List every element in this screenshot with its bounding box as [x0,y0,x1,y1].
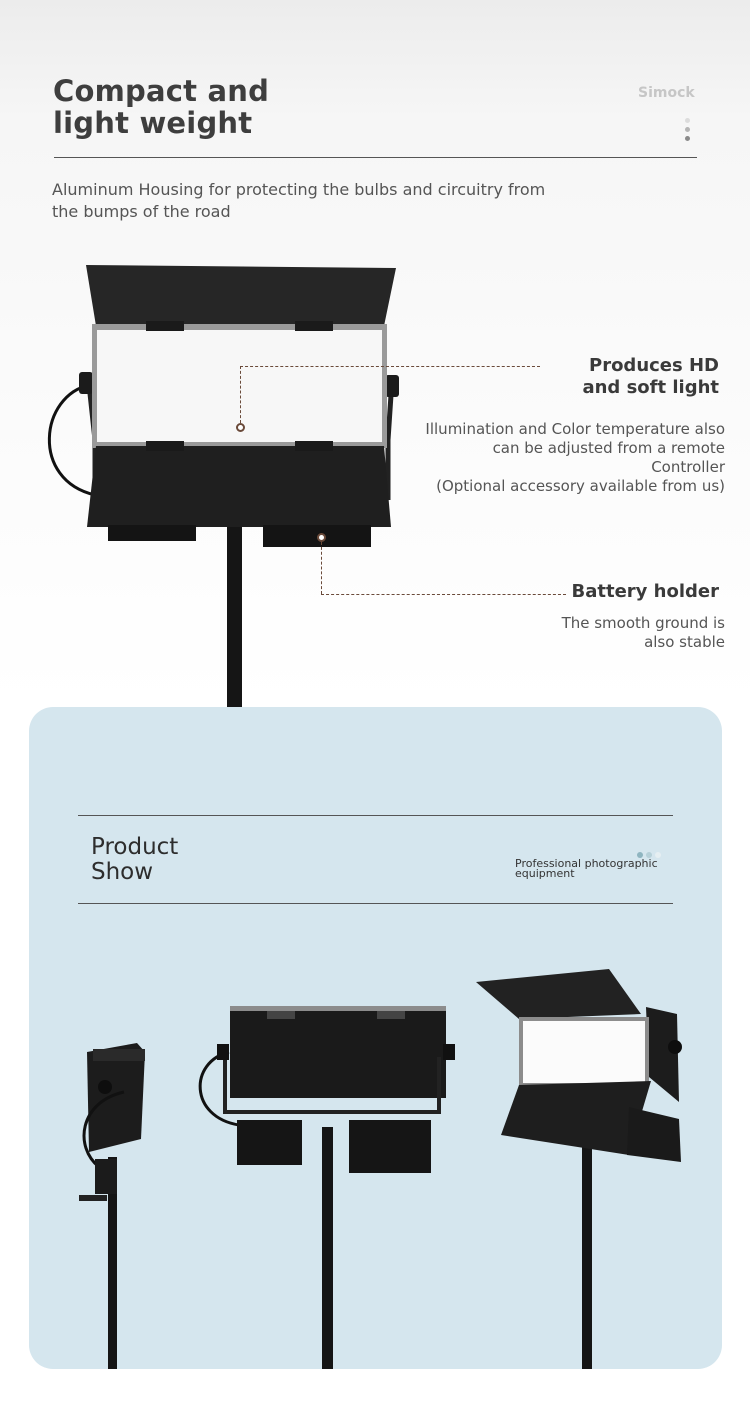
product-show-title-line-2: Show [91,859,154,885]
intro-line-2: the bumps of the road [52,202,231,221]
section-divider-bottom [78,903,673,904]
product-show-title: Product Show [91,835,178,885]
feature-text-line-4: (Optional accessory available from us) [436,477,725,495]
feature-text-line-1: The smooth ground is [561,614,725,632]
feature-text-line-1: Illumination and Color temperature also [425,420,725,438]
callout-marker [236,423,245,432]
callout-line-horizontal [240,366,540,367]
product-show-subtitle-line-2: equipment [515,867,575,880]
callout-line-vertical [240,366,241,423]
feature-text-soft-light: Illumination and Color temperature also … [425,420,725,496]
feature-title-line-1: Battery holder [571,581,719,602]
product-show-title-line-1: Product [91,834,179,860]
page-title-line-1: Compact and [53,74,270,108]
intro-text: Aluminum Housing for protecting the bulb… [52,179,612,223]
product-side-view-image [79,1043,145,1369]
product-back-view-image [198,1006,455,1369]
page-title-line-2: light weight [53,106,253,140]
feature-text-line-3: Controller [651,458,725,476]
feature-title-battery-holder: Battery holder [572,581,719,603]
feature-text-line-2: also stable [644,633,725,651]
brand-logo: Simock [638,85,695,101]
feature-title-soft-light: Produces HD and soft light [582,355,719,399]
product-show-panel: Product Show Professional photographic e… [29,707,722,1369]
product-show-subtitle: Professional photographic equipment [515,857,658,880]
title-divider [54,157,697,158]
product-show-subtitle-line-1: Professional photographic [515,857,658,870]
product-front-view-image [476,969,682,1369]
section-divider-top [78,815,673,816]
feature-text-battery-holder: The smooth ground is also stable [562,614,725,652]
callout-line-vertical [321,542,322,594]
vertical-dots-icon [685,118,691,145]
callout-line-horizontal [321,594,566,595]
feature-title-line-2: and soft light [582,377,719,398]
callout-marker [317,533,326,542]
horizontal-dots-icon [637,843,664,862]
feature-title-line-1: Produces HD [589,355,719,376]
product-show-images [79,969,682,1369]
feature-text-line-2: can be adjusted from a remote [492,439,725,457]
page-title: Compact and light weight [53,75,269,139]
led-panel-light-image [47,265,399,707]
hero-section: Compact and light weight Simock Aluminum… [0,0,750,707]
intro-line-1: Aluminum Housing for protecting the bulb… [52,180,546,199]
